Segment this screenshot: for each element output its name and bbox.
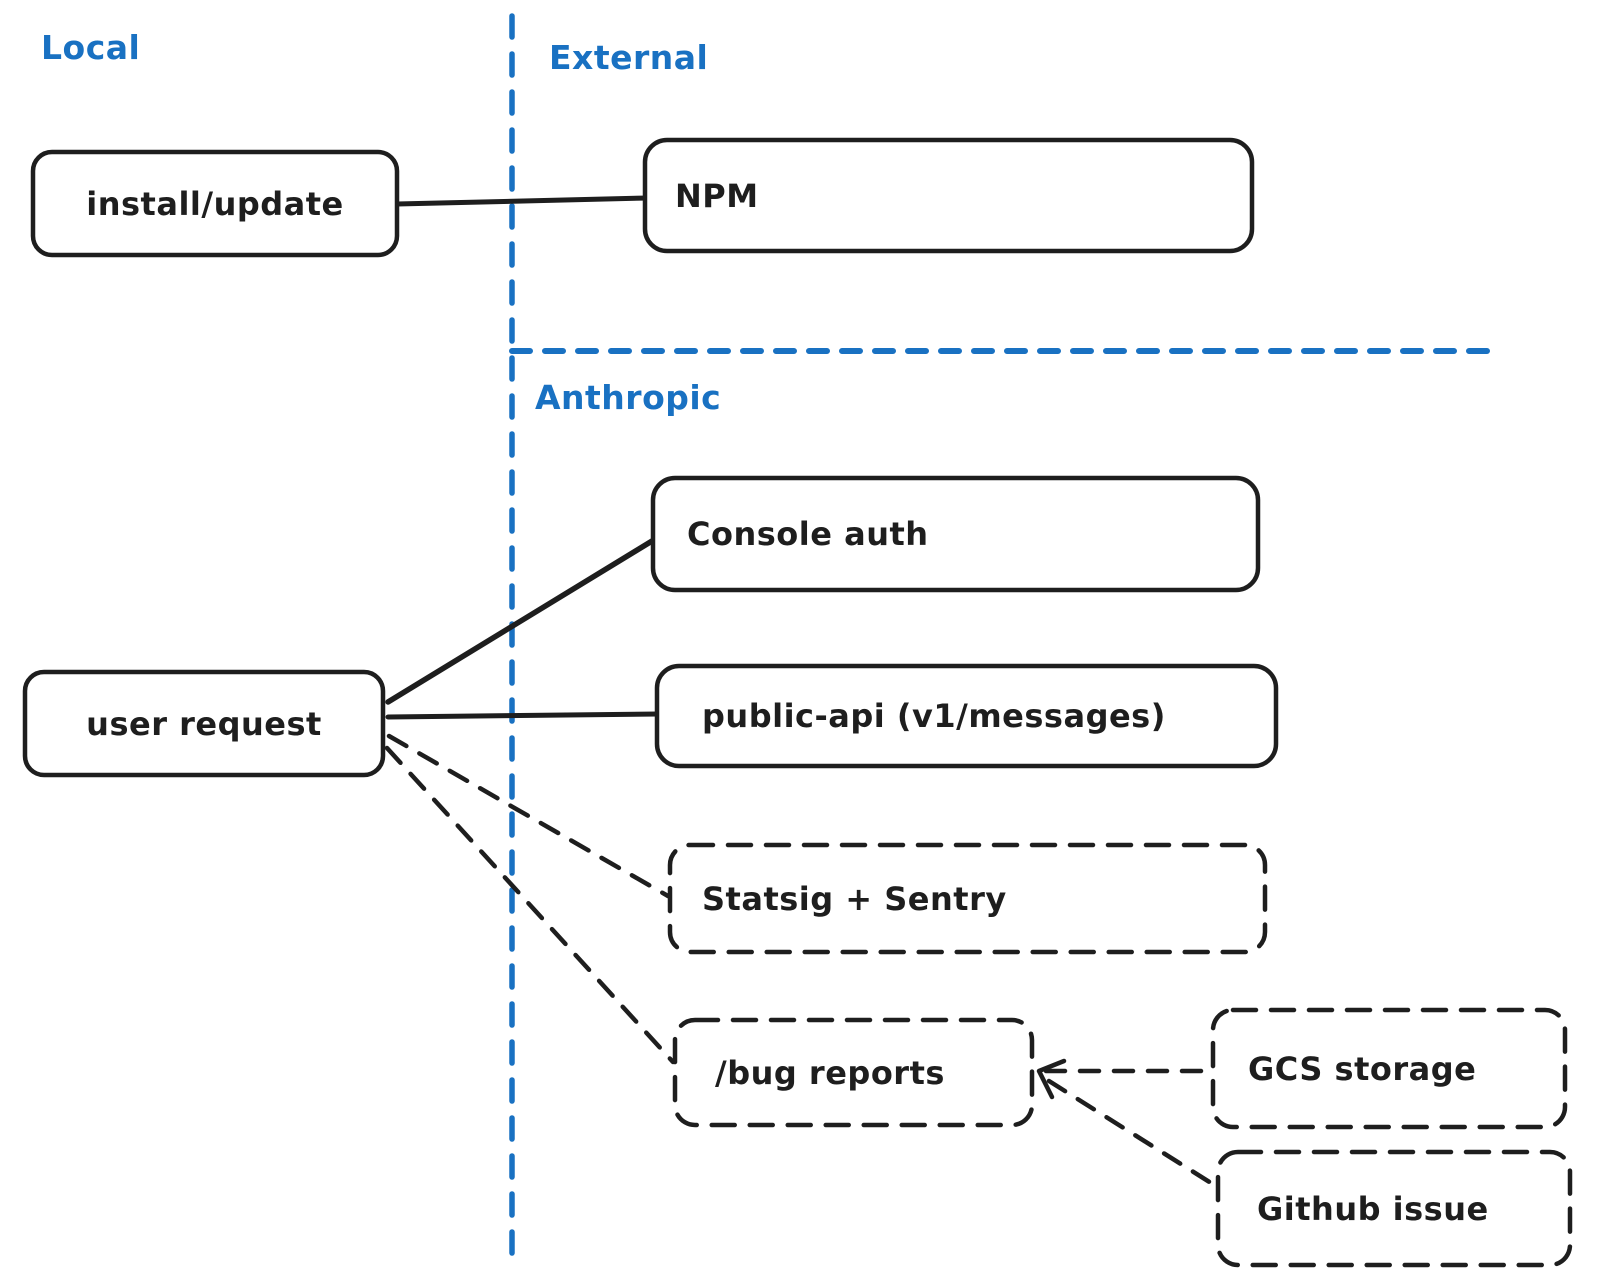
node-github-issue-box	[1215, 1149, 1573, 1268]
node-console-auth-box	[650, 475, 1261, 593]
edge-user-request-public-api	[385, 711, 661, 720]
node-bug-reports-box	[672, 1017, 1035, 1128]
node-statsig-sentry-box	[667, 842, 1268, 955]
node-public-api-box	[654, 663, 1279, 769]
edge-user-request-bug-reports	[384, 745, 676, 1065]
node-user-request-box	[22, 669, 386, 778]
edge-user-request-console-auth	[385, 538, 655, 705]
arrowhead-into-bug-reports-icon	[1036, 1058, 1067, 1100]
node-npm-box	[642, 137, 1255, 254]
node-gcs-storage-box	[1210, 1007, 1568, 1130]
edge-user-request-statsig-sentry	[386, 733, 671, 899]
node-install-update-box	[30, 149, 400, 258]
edge-install-update-npm	[394, 195, 651, 207]
edge-github-issue-bug-reports	[1046, 1078, 1222, 1191]
